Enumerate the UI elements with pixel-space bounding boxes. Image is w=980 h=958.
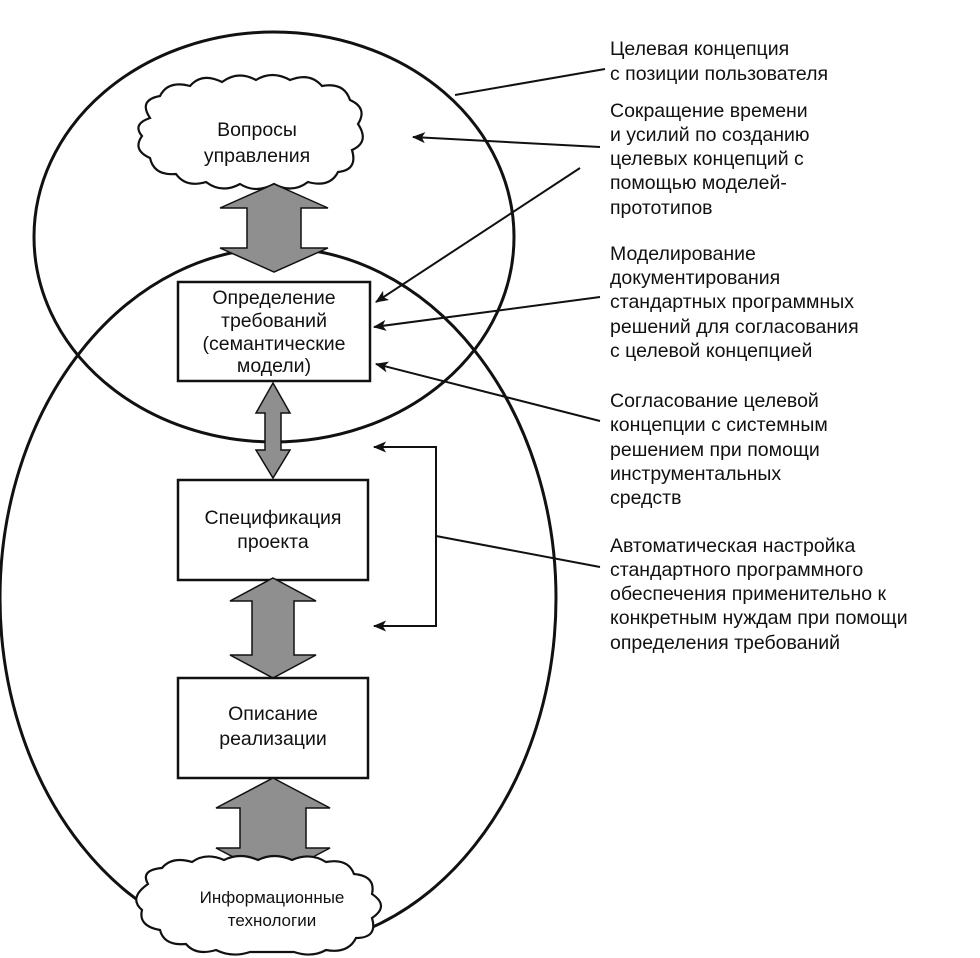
double-arrow-cloud-requirements: [219, 183, 329, 273]
annotation-5-line-4: конкретным нуждам при помощи: [610, 607, 908, 629]
requirements-line-2: требований: [221, 310, 327, 332]
annotation-2-line-5: прототипов: [610, 197, 713, 219]
annotation-5-line-3: обеспечения применительно к: [610, 583, 886, 605]
implementation-line-2: реализации: [219, 728, 327, 750]
annotation-2-line-4: помощью моделей-: [610, 172, 787, 194]
annotation-auto-configuration: Автоматическая настройка стандартного пр…: [610, 535, 908, 654]
annotation-5-line-5: определения требований: [610, 632, 840, 654]
bracket-specification: [385, 446, 437, 627]
double-arrow-specification-implementation: [229, 577, 317, 679]
top-cloud-line-1: Вопросы: [217, 119, 297, 141]
bottom-cloud-shape: [135, 854, 383, 956]
bottom-cloud-line-2: технологии: [228, 911, 316, 930]
top-cloud-line-2: управления: [204, 145, 310, 167]
specification-line-1: Спецификация: [205, 507, 342, 529]
annotation-3-line-1: Моделирование: [610, 243, 756, 265]
top-cloud-shape: [137, 73, 364, 191]
connector-time-reduction-requirements: [375, 167, 581, 303]
annotation-documentation-modeling: Моделирование документирования стандартн…: [610, 243, 859, 362]
annotation-5-line-2: стандартного программного: [610, 559, 863, 581]
requirements-line-3: (семантические: [203, 333, 346, 355]
annotation-user-concept: Целевая концепция с позиции пользователя: [610, 38, 828, 85]
annotation-tools-alignment: Согласование целевой концепции с системн…: [610, 390, 828, 509]
annotation-5-line-1: Автоматическая настройка: [610, 535, 856, 557]
annotation-4-line-2: концепции с системным: [610, 414, 828, 436]
annotation-3-line-2: документирования: [610, 267, 780, 289]
connector-user-concept: [454, 68, 606, 96]
annotation-1-line-2: с позиции пользователя: [610, 63, 828, 85]
connector-tools-alignment: [374, 361, 601, 422]
requirements-box: [176, 280, 372, 383]
requirements-line-4: модели): [237, 355, 311, 377]
annotation-2-line-3: целевых концепций с: [610, 148, 804, 170]
specification-box: [176, 478, 370, 582]
annotation-4-line-3: решением при помощи: [610, 439, 820, 461]
annotation-2-line-2: и усилий по созданию: [610, 124, 810, 146]
annotation-4-line-4: инструментальных: [610, 463, 781, 485]
annotation-2-line-1: Сокращение времени: [610, 100, 808, 122]
connector-documentation-modeling: [372, 296, 601, 331]
annotation-1-line-1: Целевая концепция: [610, 38, 789, 60]
annotation-3-line-4: решений для согласования: [610, 316, 859, 338]
requirements-line-1: Определение: [212, 287, 335, 309]
implementation-line-1: Описание: [228, 703, 318, 725]
specification-line-2: проекта: [237, 531, 309, 553]
annotation-3-line-3: стандартных программных: [610, 291, 854, 313]
double-arrow-requirements-specification: [254, 381, 292, 480]
annotation-4-line-5: средств: [610, 487, 681, 509]
connector-auto-configuration: [435, 535, 601, 568]
connector-time-reduction-cloud: [411, 132, 601, 148]
bottom-cloud-line-1: Информационные: [200, 888, 345, 907]
annotation-4-line-1: Согласование целевой: [610, 390, 819, 412]
annotation-3-line-5: с целевой концепцией: [610, 340, 812, 362]
annotation-time-reduction: Сокращение времени и усилий по созданию …: [610, 100, 810, 219]
